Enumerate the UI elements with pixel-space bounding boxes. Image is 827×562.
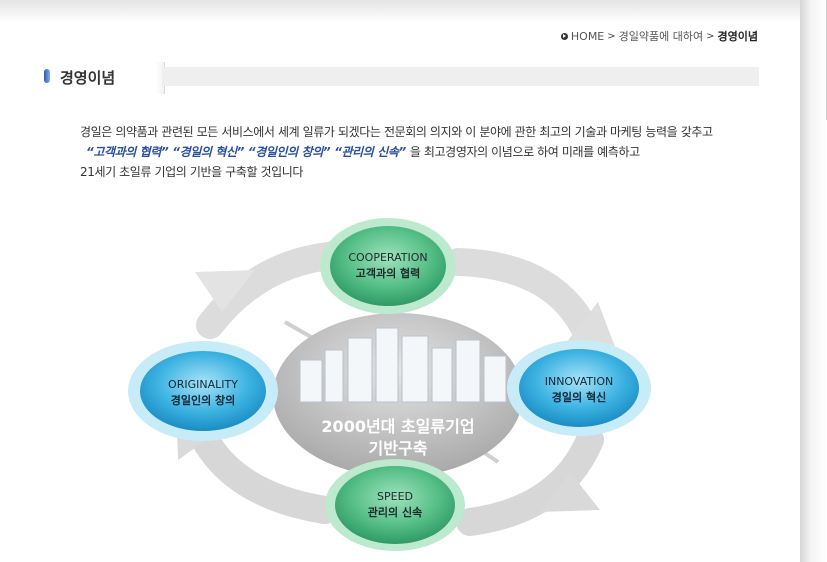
intro-line-2: “고객과의 협력”“경일의 혁신”“경일인의 창의”“관리의 신속”을 최고경영… <box>80 142 780 162</box>
center-label-line-2: 기반구축 <box>369 439 428 458</box>
center-hub: 2000년대 초일류기업 기반구축 <box>273 313 523 477</box>
title-pill-icon <box>44 69 50 83</box>
intro-line-1: 경일은 의약품과 관련된 모든 서비스에서 세계 일류가 되겠다는 전문회의 의… <box>80 125 713 139</box>
chevron-right-icon: > <box>706 30 715 42</box>
quote-originality: “경일인의 창의” <box>247 145 331 159</box>
quote-cooperation: “고객과의 협력” <box>86 145 169 159</box>
cooperation-label: COOPERATION <box>348 251 427 264</box>
intro-text: 경일은 의약품과 관련된 모든 서비스에서 세계 일류가 되겠다는 전문회의 의… <box>80 122 780 182</box>
page-title: 경영이념 <box>60 69 116 87</box>
bubble-innovation: INNOVATION 경일의 혁신 <box>507 340 651 436</box>
right-shadow <box>800 0 827 562</box>
quote-innovation: “경일의 혁신” <box>172 145 244 159</box>
breadcrumb-parent[interactable]: 경일약품에 대하여 <box>618 30 704 43</box>
bubble-speed: SPEED 관리의 신속 <box>325 459 465 551</box>
innovation-label-ko: 경일의 혁신 <box>552 390 606 404</box>
breadcrumb: HOME > 경일약품에 대하여 > 경영이념 <box>560 28 758 44</box>
page-title-bar: 경영이념 <box>44 62 759 98</box>
innovation-label: INNOVATION <box>545 375 614 388</box>
chevron-right-icon: > <box>607 30 616 42</box>
top-shadow <box>0 0 808 22</box>
intro-line-2-tail: 을 최고경영자의 이념으로 하여 미래를 예측하고 <box>409 145 640 159</box>
breadcrumb-home[interactable]: HOME <box>570 29 605 43</box>
intro-line-3: 21세기 초일류 기업의 기반을 구축할 것입니다 <box>80 165 304 179</box>
speed-label-ko: 관리의 신속 <box>368 505 422 519</box>
speed-label: SPEED <box>377 490 413 503</box>
title-rule <box>162 67 759 86</box>
breadcrumb-current: 경영이념 <box>717 30 758 43</box>
philosophy-diagram: 2000년대 초일류기업 기반구축 COOPERATION 고객과의 협력 IN… <box>128 218 651 551</box>
buildings-icon <box>299 327 507 403</box>
center-label-line-1: 2000년대 초일류기업 <box>321 417 474 436</box>
bubble-cooperation: COOPERATION 고객과의 협력 <box>320 218 456 314</box>
originality-label: ORIGINALITY <box>168 378 238 391</box>
bubble-originality: ORIGINALITY 경일인의 창의 <box>128 341 278 441</box>
home-bullet-icon <box>560 32 568 40</box>
quote-speed: “관리의 신속” <box>334 145 406 159</box>
cooperation-label-ko: 고객과의 협력 <box>356 266 421 280</box>
originality-label-ko: 경일인의 창의 <box>171 393 236 407</box>
